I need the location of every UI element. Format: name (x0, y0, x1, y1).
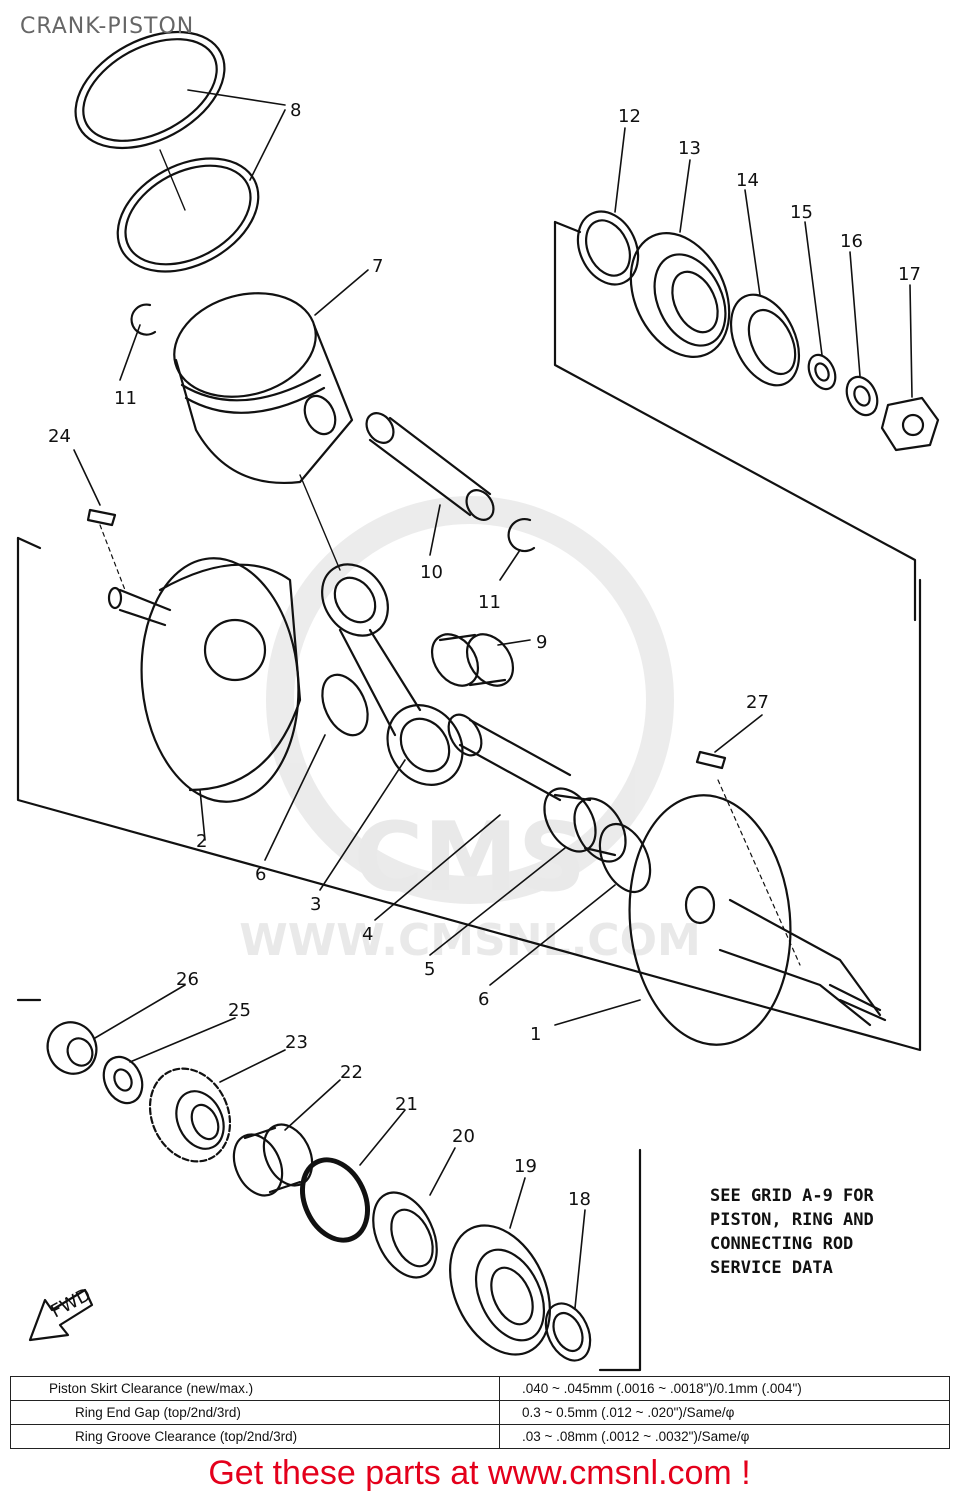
bearing-19 (449, 1224, 551, 1356)
callout-2: 2 (196, 831, 207, 852)
crank-web-right (628, 794, 887, 1046)
note-line: CONNECTING ROD (710, 1234, 854, 1254)
bearing-13 (629, 231, 731, 359)
callout-27: 27 (746, 692, 769, 713)
shim-12 (576, 210, 640, 286)
callout-labels: 1 2 3 4 5 6 6 7 8 9 10 11 11 12 13 14 15… (47, 100, 920, 1322)
bearing-group-bracket (553, 220, 917, 622)
gear-group-bracket (16, 998, 642, 1372)
callout-17: 17 (898, 264, 921, 285)
table-row: Ring Groove Clearance (top/2nd/3rd) .03 … (10, 1424, 950, 1449)
circlip-left (130, 303, 157, 336)
callout-24: 24 (48, 426, 71, 447)
piston-ring-top (74, 30, 226, 150)
oil-seal-14 (729, 293, 801, 387)
spec-value: .03 ~ .08mm (.0012 ~ .0032")/Same/φ (499, 1424, 950, 1449)
callout-7: 7 (372, 256, 383, 277)
callout-1: 1 (530, 1024, 541, 1045)
watermark: CMS WWW.CMSNL.COM (239, 496, 701, 966)
callout-14: 14 (736, 170, 759, 191)
callout-25: 25 (228, 1000, 251, 1021)
shim-18 (544, 1302, 592, 1362)
connecting-rod (321, 563, 464, 786)
washer-25 (102, 1055, 144, 1105)
small-end-bearing (430, 633, 515, 687)
callout-9: 9 (536, 632, 547, 653)
callout-18: 18 (568, 1189, 591, 1210)
callout-10: 10 (420, 562, 443, 583)
spec-label: Piston Skirt Clearance (new/max.) (10, 1376, 500, 1401)
callout-11b: 11 (478, 592, 501, 613)
note-line: SERVICE DATA (710, 1258, 833, 1278)
fwd-label: FWD (47, 1284, 94, 1322)
callout-6a: 6 (255, 864, 266, 885)
spec-table: Piston Skirt Clearance (new/max.) .040 ~… (10, 1376, 950, 1449)
piston (173, 292, 354, 484)
callout-23: 23 (285, 1032, 308, 1053)
crank-web-left (107, 557, 302, 803)
spec-label: Ring End Gap (top/2nd/3rd) (10, 1400, 500, 1425)
spec-value: .040 ~ .045mm (.0016 ~ .0018")/0.1mm (.0… (499, 1376, 950, 1401)
service-data-note: SEE GRID A-9 FOR PISTON, RING AND CONNEC… (710, 1184, 874, 1280)
oil-seal-20 (372, 1191, 438, 1279)
footer-link[interactable]: Get these parts at www.cmsnl.com ! (208, 1454, 751, 1492)
callout-8: 8 (290, 100, 301, 121)
callout-13: 13 (678, 138, 701, 159)
washer-16 (845, 375, 879, 417)
callout-20: 20 (452, 1126, 475, 1147)
nut-17 (880, 396, 940, 452)
callout-12: 12 (618, 106, 641, 127)
callout-5: 5 (424, 959, 435, 980)
crank-pin (447, 713, 572, 802)
primary-gear-23 (148, 1067, 232, 1163)
note-line: SEE GRID A-9 FOR (710, 1186, 874, 1206)
table-row: Piston Skirt Clearance (new/max.) .040 ~… (10, 1376, 950, 1401)
spec-value: 0.3 ~ 0.5mm (.012 ~ .020")/Same/φ (499, 1400, 950, 1425)
collar-15 (807, 353, 837, 391)
callout-6b: 6 (478, 989, 489, 1010)
thrust-washer-right (598, 822, 652, 894)
callout-16: 16 (840, 231, 863, 252)
big-end-bearing (543, 787, 627, 863)
table-row: Ring End Gap (top/2nd/3rd) 0.3 ~ 0.5mm (… (10, 1400, 950, 1425)
callout-19: 19 (514, 1156, 537, 1177)
callout-21: 21 (395, 1094, 418, 1115)
callout-22: 22 (340, 1062, 363, 1083)
callout-15: 15 (790, 202, 813, 223)
callout-26: 26 (176, 969, 199, 990)
circlip-right (507, 517, 536, 553)
o-ring-21 (300, 1157, 370, 1243)
collar-22 (232, 1123, 314, 1197)
fwd-arrow-icon (28, 1288, 94, 1342)
piston-ring-second (116, 157, 260, 273)
callout-4: 4 (362, 924, 373, 945)
spec-label: Ring Groove Clearance (top/2nd/3rd) (10, 1424, 500, 1449)
woodruff-key-27 (695, 750, 727, 770)
note-line: PISTON, RING AND (710, 1210, 874, 1230)
piston-pin (365, 412, 495, 521)
woodruff-key-24 (86, 508, 117, 527)
page-title: CRANK-PISTON (20, 14, 195, 39)
callout-3: 3 (310, 894, 321, 915)
thrust-washer-left (321, 673, 369, 737)
callout-11a: 11 (114, 388, 137, 409)
nut-26 (46, 1021, 98, 1075)
